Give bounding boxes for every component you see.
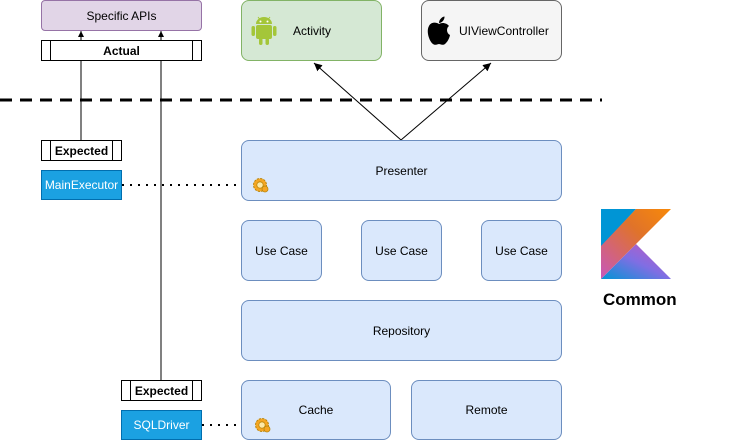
activity-box: Activity	[241, 0, 382, 61]
specific-apis-box: Specific APIs	[41, 0, 202, 31]
activity-label: Activity	[293, 23, 332, 38]
kotlin-logo	[601, 209, 671, 279]
presenter-box: Presenter	[241, 140, 562, 201]
remote-label: Remote	[465, 403, 508, 417]
expected-tag-main-executor: Expected	[41, 140, 122, 161]
uiviewcontroller-label: UIViewController	[459, 23, 549, 38]
main-executor-label: MainExecutor	[44, 178, 119, 192]
sql-driver-label: SQLDriver	[133, 418, 190, 432]
expected-tag-sql-driver: Expected	[121, 380, 202, 401]
specific-apis-label: Specific APIs	[86, 8, 157, 23]
expected-label: Expected	[54, 143, 109, 158]
actual-label: Actual	[103, 43, 140, 58]
repository-label: Repository	[372, 323, 431, 338]
use-case-label: Use Case	[255, 243, 308, 258]
cache-label: Cache	[298, 403, 334, 417]
actual-tag: Actual	[41, 40, 202, 61]
use-case-label: Use Case	[495, 243, 548, 258]
use-case-box-3: Use Case	[481, 220, 562, 281]
use-case-box-1: Use Case	[241, 220, 322, 281]
gear-icon	[253, 178, 269, 193]
remote-box: Remote	[411, 380, 562, 440]
use-case-box-2: Use Case	[361, 220, 442, 281]
expected-label: Expected	[134, 383, 189, 398]
presenter-to-uiviewcontroller-arrow	[400, 62, 492, 141]
presenter-to-activity-arrow	[313, 62, 402, 141]
common-module-label: Common	[603, 290, 677, 309]
sql-driver-box: SQLDriver	[121, 410, 202, 440]
gear-icon	[255, 418, 271, 433]
cache-box: Cache	[241, 380, 391, 440]
presenter-label: Presenter	[375, 163, 428, 178]
repository-box: Repository	[241, 300, 562, 361]
main-executor-box: MainExecutor	[41, 170, 122, 200]
apple-icon	[427, 16, 450, 45]
android-icon	[251, 16, 277, 45]
use-case-label: Use Case	[375, 243, 428, 258]
uiviewcontroller-box: UIViewController	[421, 0, 562, 61]
